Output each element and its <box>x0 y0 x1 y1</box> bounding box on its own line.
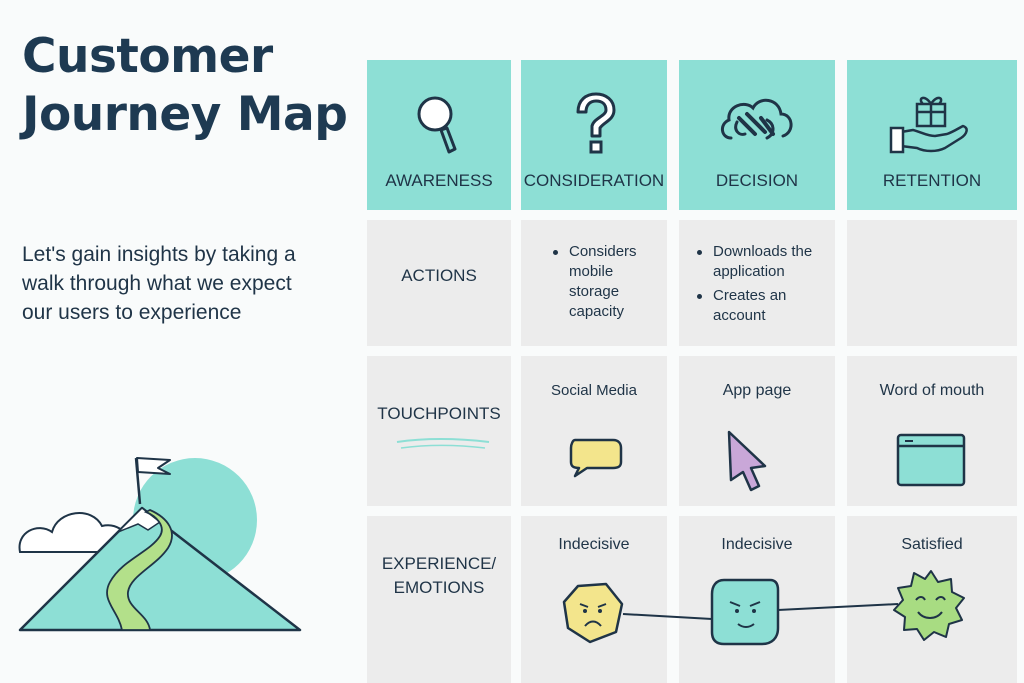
actions-decision: Downloads the application Creates an acc… <box>679 220 835 346</box>
actions-consideration: Considers mobile storage capacity <box>521 220 667 346</box>
handshake-cloud-icon <box>721 98 793 140</box>
stage-awareness: AWARENESS <box>367 60 511 210</box>
touchpoint-label: Social Media <box>551 382 637 399</box>
stage-retention: RETENTION <box>847 60 1017 210</box>
mountain-illustration <box>18 457 302 632</box>
stage-label: RETENTION <box>882 171 982 190</box>
row-label: ACTIONS <box>401 266 477 285</box>
touchpoint-retention: Word of mouth <box>847 356 1017 506</box>
touchpoint-label: Word of mouth <box>879 382 985 399</box>
actions-list: Downloads the application Creates an acc… <box>697 242 827 330</box>
list-item: Downloads the application <box>697 242 827 282</box>
actions-list: Considers mobile storage capacity <box>553 242 653 326</box>
emotion-label: Indecisive <box>558 536 630 553</box>
row-label: EXPERIENCE/ <box>381 554 497 573</box>
mountain-shape <box>18 506 302 632</box>
happy-face-icon <box>893 570 965 641</box>
row-header-touchpoints: TOUCHPOINTS <box>367 356 511 506</box>
flag-shape <box>136 457 171 475</box>
touchpoint-label: App page <box>722 382 792 399</box>
browser-window-icon <box>896 433 966 487</box>
stage-label: AWARENESS <box>385 171 493 190</box>
trail-shape <box>106 509 173 631</box>
magnifier-icon <box>417 96 457 154</box>
page-title: Customer Journey Map <box>22 29 348 142</box>
underline-swoosh <box>396 438 490 449</box>
page-subtitle: Let's gain insights by taking a walk thr… <box>22 243 296 324</box>
gift-hand-icon <box>889 96 968 154</box>
stage-label: DECISION <box>715 171 799 190</box>
worried-face-icon <box>562 582 624 644</box>
row-header-actions: ACTIONS <box>367 220 511 346</box>
row-label: TOUCHPOINTS <box>377 404 501 423</box>
list-item: Creates an account <box>697 286 827 326</box>
cursor-icon <box>727 430 767 492</box>
emotion-label: Indecisive <box>721 536 793 553</box>
list-item: Considers mobile storage capacity <box>553 242 653 322</box>
stage-consideration: CONSIDERATION <box>521 60 667 210</box>
stage-label: CONSIDERATION <box>523 171 665 190</box>
touchpoint-decision: App page <box>679 356 835 506</box>
row-header-experience: EXPERIENCE/ EMOTIONS <box>367 516 511 683</box>
question-mark-icon <box>576 92 616 154</box>
touchpoint-consideration: Social Media <box>521 356 667 506</box>
skeptical-face-icon <box>710 578 780 646</box>
speech-bubble-icon <box>569 438 623 478</box>
stage-decision: DECISION <box>679 60 835 210</box>
actions-retention <box>847 220 1017 346</box>
row-label: EMOTIONS <box>393 578 485 597</box>
emotion-label: Satisfied <box>901 536 963 553</box>
